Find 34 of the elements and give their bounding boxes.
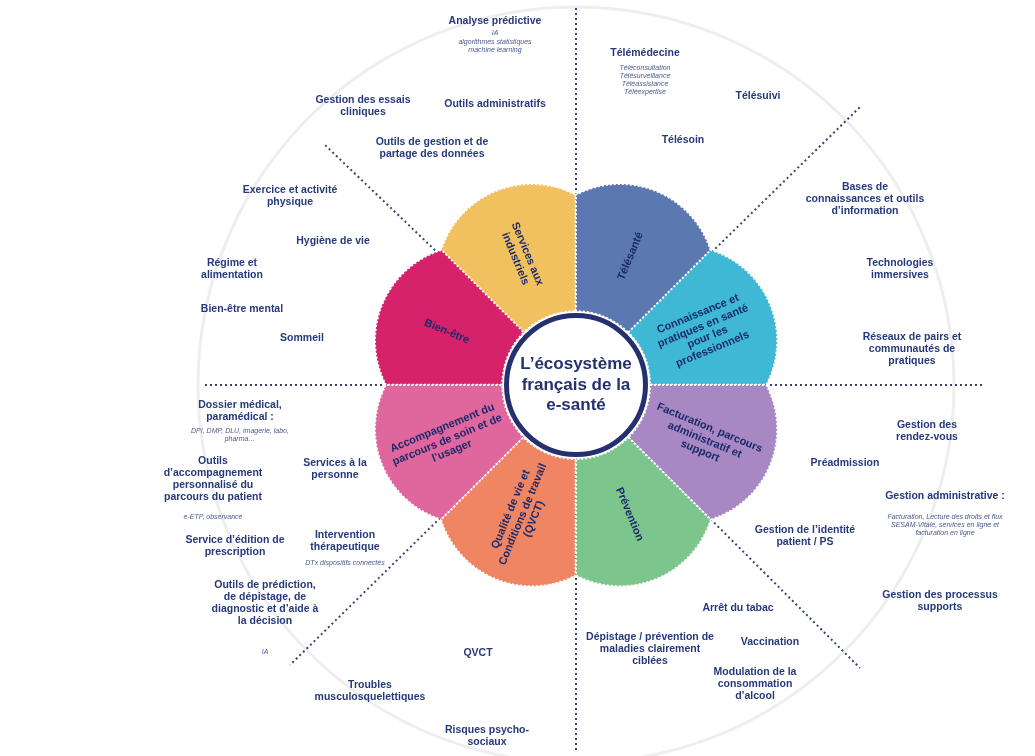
topic-text: Troubles musculosquelettiques (313, 677, 427, 703)
topic-text: Bases de connaissances et outils d’information (805, 179, 925, 217)
topic-text: Gestion de l’identité patient / PS (753, 522, 857, 548)
topic-text: Outils d’accompagnement personnalisé du parcours du patient (162, 453, 264, 503)
topic-text: Modulation de la consommation d’alcool (712, 664, 798, 702)
topic-text: Hygiène de vie (295, 233, 371, 247)
topic-text: QVCT (462, 645, 494, 659)
topic-text: Télémédecine (609, 45, 681, 59)
topic-text: Sommeil (279, 330, 325, 344)
topic-text: Régime et alimentation (200, 255, 264, 281)
topic-text: Télésoin (660, 132, 706, 146)
topic-text: Outils de prédiction, de dépistage, de diagnostic et d’aide à la décision (210, 577, 320, 627)
topic-text: Technologies immersives (865, 255, 935, 281)
topic-text: Gestion des essais cliniques (314, 92, 412, 118)
topic-text: Télésuivi (734, 88, 782, 102)
topic-text: Outils de gestion et de partage des données (374, 134, 490, 160)
topic-text: Bien-être mental (199, 301, 285, 315)
topic-text: Gestion des processus supports (881, 587, 999, 613)
topic-text: Exercice et activité physique (241, 182, 339, 208)
topic-text: Risques psycho-sociaux (444, 722, 530, 748)
topic-text: Réseaux de pairs et communautés de pratiques (861, 329, 963, 367)
topic-text: Vaccination (739, 634, 801, 648)
topic-text: Arrêt du tabac (701, 600, 775, 614)
topic-text: Outils administratifs (443, 96, 547, 110)
center-title: L’écosystème français de la e-santé (519, 354, 633, 416)
topic-text: Intervention thérapeutique (309, 527, 381, 553)
topic-text: Préadmission (809, 455, 881, 469)
topic-text: Dossier médical, paramédical : (197, 397, 283, 423)
topic-text: Gestion des rendez-vous (895, 417, 959, 443)
topic-text: Services à la personne (302, 455, 368, 481)
topic-text: Gestion administrative : (884, 488, 1006, 502)
topic-text: Analyse prédictive (447, 13, 543, 27)
topic-text: Service d’édition de prescription (184, 532, 286, 558)
topic-text: Dépistage / prévention de maladies clairement ciblées (585, 629, 714, 667)
